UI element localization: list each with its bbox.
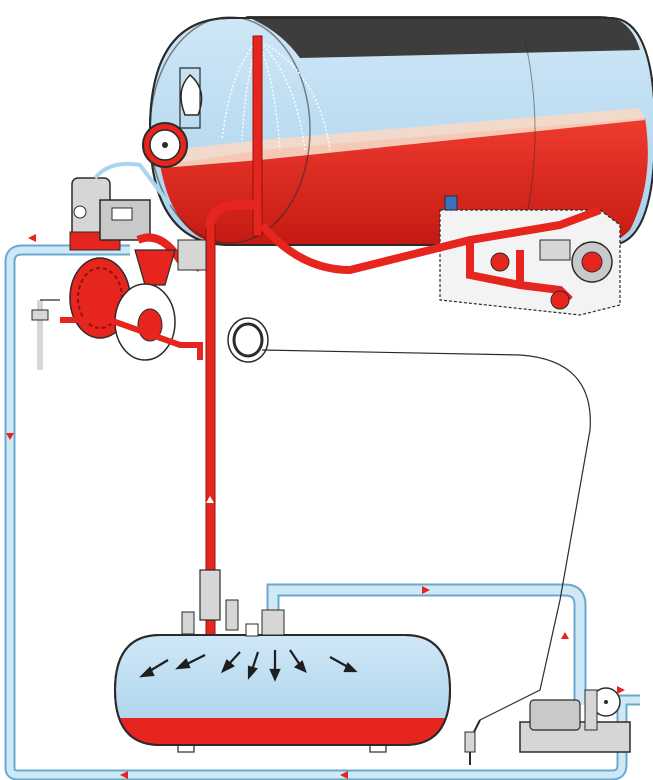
hose-reel bbox=[32, 258, 200, 370]
transfer-pump bbox=[465, 688, 630, 765]
